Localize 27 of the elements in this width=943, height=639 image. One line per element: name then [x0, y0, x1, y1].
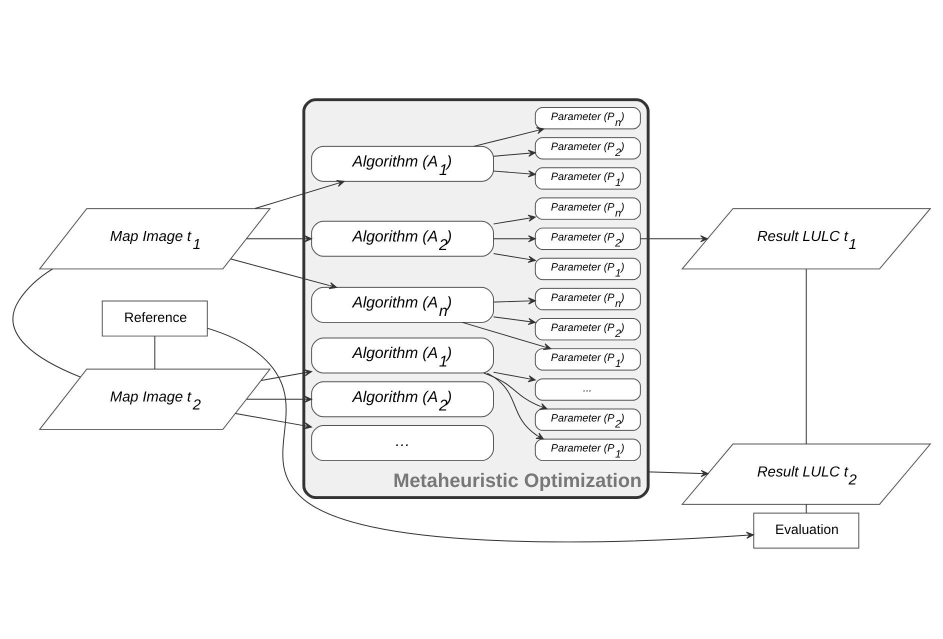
arrow	[493, 170, 536, 177]
arrow	[246, 395, 312, 402]
node-box: Evaluation	[753, 512, 860, 548]
arrow	[640, 234, 708, 242]
node-box: Reference	[102, 300, 208, 336]
arrow	[493, 296, 536, 304]
arrow	[235, 412, 312, 429]
arrow	[648, 469, 708, 477]
arrow	[230, 258, 337, 289]
connector	[154, 335, 156, 369]
arrow	[254, 179, 345, 209]
arrow	[246, 234, 312, 242]
arrow	[473, 126, 544, 146]
arrow	[260, 368, 312, 381]
arrow	[493, 149, 536, 156]
arrow	[486, 372, 544, 440]
node-box: ...	[534, 378, 641, 400]
connector	[12, 268, 81, 378]
arrow	[493, 316, 536, 325]
node-box: …	[311, 424, 494, 461]
arrow	[493, 214, 536, 224]
arrow	[493, 234, 536, 242]
connector	[806, 268, 807, 444]
arrow	[493, 252, 536, 262]
arrow	[483, 372, 548, 410]
arrow	[493, 371, 536, 382]
arrow	[207, 327, 754, 542]
